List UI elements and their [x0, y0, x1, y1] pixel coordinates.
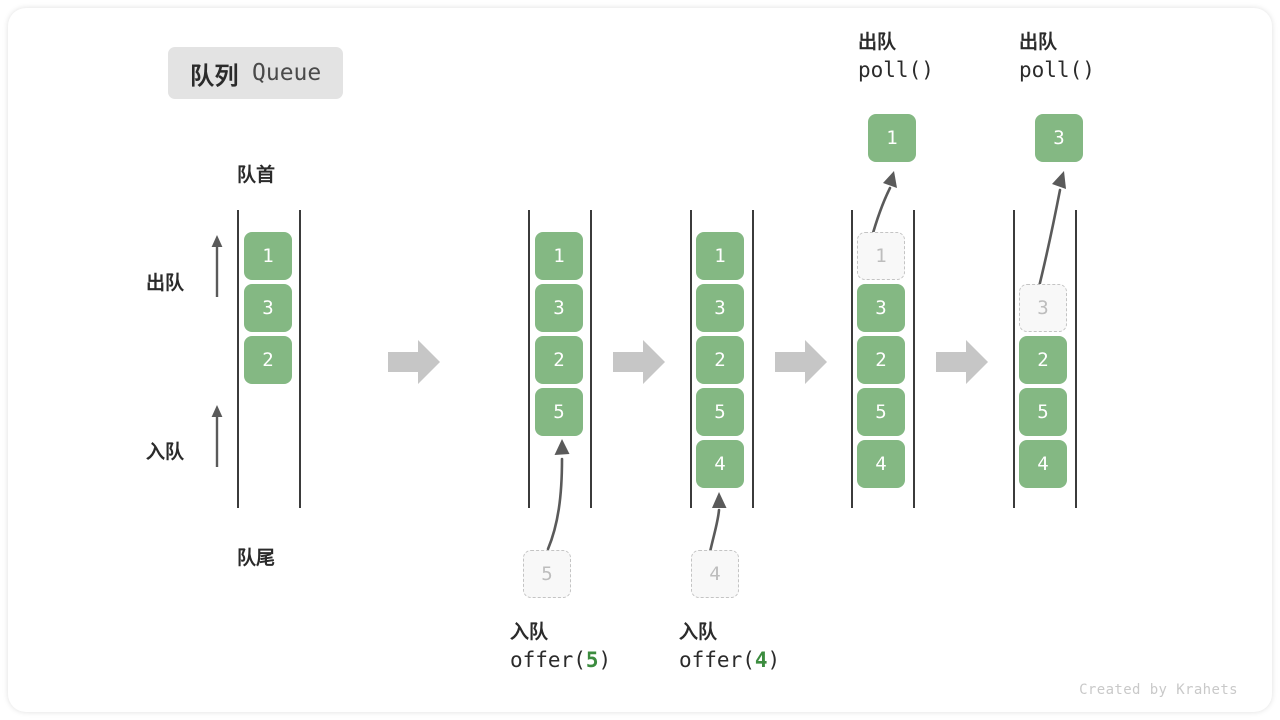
- cell-stage-3-0: 1: [696, 232, 744, 280]
- caption-stage-2-arg: 5: [585, 648, 599, 673]
- title-english: Queue: [252, 60, 322, 86]
- cell-stage-3-2: 2: [696, 336, 744, 384]
- front-label: 队首: [237, 165, 276, 186]
- transition-arrow-3: [775, 340, 827, 384]
- cell-stage-1-1: 3: [244, 284, 292, 332]
- caption-stage-3-arg: 4: [754, 648, 768, 673]
- enqueue-label: 入队: [146, 442, 185, 463]
- enqueue-motion-arrow-stage-2: [546, 439, 570, 551]
- cell-stage-3-4: 4: [696, 440, 744, 488]
- cell-stage-1-0: 1: [244, 232, 292, 280]
- caption-stage-2-code: offer(5): [510, 646, 611, 675]
- rail-right-stage-4: [913, 210, 915, 508]
- caption-stage-3-suffix: ): [767, 648, 781, 673]
- cell-stage-3-1: 3: [696, 284, 744, 332]
- cell-stage-5-3: 5: [1019, 388, 1067, 436]
- cell-stage-4-3: 5: [857, 388, 905, 436]
- watermark: Created by Krahets: [1079, 682, 1238, 698]
- ghost-cell-stage-5-1: 3: [1019, 284, 1067, 332]
- caption-stage-5: 出队 poll(): [1019, 30, 1095, 85]
- caption-stage-5-cn: 出队: [1019, 32, 1058, 53]
- cell-stage-5-4: 4: [1019, 440, 1067, 488]
- rail-left-stage-5: [1013, 210, 1015, 508]
- cell-stage-2-1: 3: [535, 284, 583, 332]
- transition-arrow-1: [388, 340, 440, 384]
- cell-stage-5-2: 2: [1019, 336, 1067, 384]
- cell-stage-1-2: 2: [244, 336, 292, 384]
- rail-left-stage-4: [851, 210, 853, 508]
- rail-right-stage-5: [1075, 210, 1077, 508]
- caption-stage-3-cn: 入队: [679, 622, 718, 643]
- caption-stage-3-code: offer(4): [679, 646, 780, 675]
- cell-stage-2-2: 2: [535, 336, 583, 384]
- rear-label: 队尾: [237, 548, 276, 569]
- caption-stage-2: 入队 offer(5): [510, 620, 611, 675]
- caption-stage-4-cn: 出队: [858, 32, 897, 53]
- rail-right-stage-2: [590, 210, 592, 508]
- transition-arrow-2: [613, 340, 665, 384]
- caption-stage-3-prefix: offer(: [679, 648, 755, 673]
- rail-left-stage-3: [690, 210, 692, 508]
- caption-stage-2-cn: 入队: [510, 622, 549, 643]
- title-chinese: 队列: [190, 62, 239, 90]
- rail-right-stage-1: [299, 210, 301, 508]
- cell-stage-4-2: 2: [857, 336, 905, 384]
- caption-stage-2-suffix: ): [598, 648, 612, 673]
- cell-stage-4-4: 4: [857, 440, 905, 488]
- ghost-incoming-stage-2: 5: [523, 550, 571, 598]
- cell-stage-2-0: 1: [535, 232, 583, 280]
- caption-stage-2-prefix: offer(: [510, 648, 586, 673]
- caption-stage-5-code: poll(): [1019, 58, 1095, 83]
- cell-stage-2-3: 5: [535, 388, 583, 436]
- transition-arrow-4: [936, 340, 988, 384]
- rail-right-stage-3: [752, 210, 754, 508]
- dequeue-label: 出队: [146, 273, 185, 294]
- caption-stage-4-code: poll(): [858, 58, 934, 83]
- rail-left-stage-2: [528, 210, 530, 508]
- enqueue-direction-arrow: [211, 405, 223, 467]
- cell-stage-4-1: 3: [857, 284, 905, 332]
- popped-cell-stage-4: 1: [868, 114, 916, 162]
- ghost-incoming-stage-3: 4: [691, 550, 739, 598]
- enqueue-motion-arrow-stage-3: [708, 492, 727, 554]
- rail-left-stage-1: [237, 210, 239, 508]
- caption-stage-4: 出队 poll(): [858, 30, 934, 85]
- ghost-cell-stage-4-0: 1: [857, 232, 905, 280]
- caption-stage-3: 入队 offer(4): [679, 620, 780, 675]
- dequeue-motion-arrow-stage-5: [1035, 171, 1066, 297]
- dequeue-direction-arrow: [211, 235, 223, 297]
- cell-stage-3-3: 5: [696, 388, 744, 436]
- title-badge: 队列 Queue: [168, 47, 344, 99]
- popped-cell-stage-5: 3: [1035, 114, 1083, 162]
